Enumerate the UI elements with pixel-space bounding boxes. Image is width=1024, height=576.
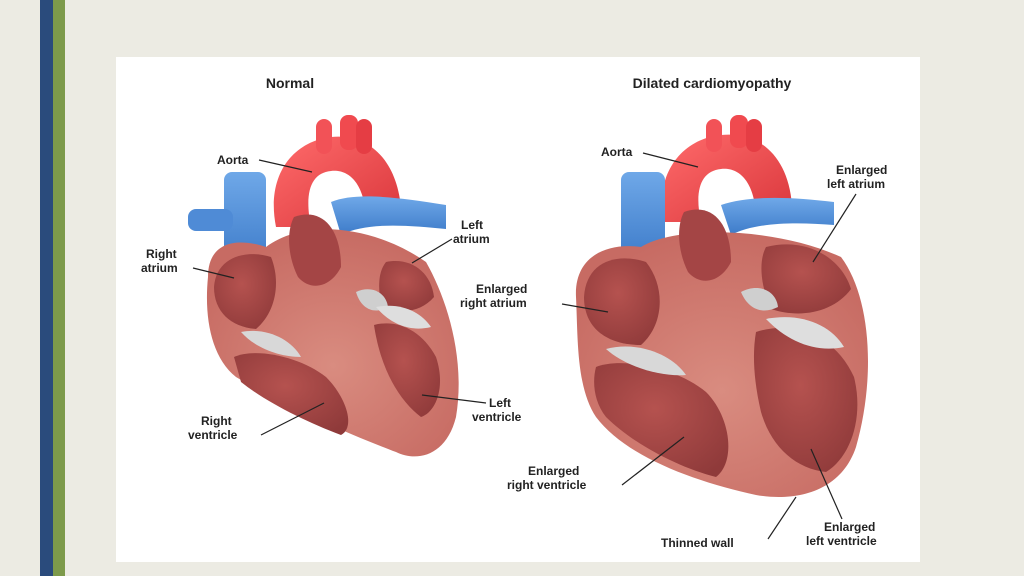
dilated-leader-thinned-wall (767, 496, 797, 540)
normal-right-atrium (214, 254, 276, 329)
normal-leader-left-ventricle (421, 394, 487, 404)
normal-label-right-atrium-1: Right (146, 247, 177, 261)
normal-label-left-atrium-2: atrium (453, 232, 490, 246)
normal-left-atrium (379, 261, 434, 311)
dilated-mitral-valve (741, 288, 778, 311)
left-accent-bar-green (53, 0, 65, 576)
normal-mitral-leaflet (376, 305, 431, 329)
normal-aortic-root (289, 214, 341, 286)
normal-leader-right-ventricle (260, 402, 325, 436)
dilated-label-thinned-wall: Thinned wall (661, 536, 734, 550)
dilated-vena-cava (621, 172, 665, 262)
normal-tricuspid-valve (241, 330, 301, 357)
dilated-leader-aorta (642, 152, 699, 168)
dilated-right-atrium (584, 258, 660, 345)
normal-label-right-ventricle-2: ventricle (188, 428, 238, 442)
dilated-leader-enlarged-left-ventricle (810, 448, 843, 520)
normal-pulmonary-vessel (331, 196, 446, 235)
normal-label-left-ventricle-2: ventricle (472, 410, 522, 424)
dilated-left-atrium (761, 244, 851, 314)
dilated-label-enlarged-left-atrium-2: left atrium (827, 177, 885, 191)
normal-title: Normal (266, 75, 314, 91)
normal-leader-right-atrium (192, 267, 235, 279)
normal-label-right-ventricle-1: Right (201, 414, 232, 428)
heart-comparison-diagram: Normal Aorta Right atrium (141, 75, 887, 550)
dilated-title: Dilated cardiomyopathy (633, 75, 792, 91)
dilated-leader-enlarged-left-atrium (812, 193, 857, 263)
dilated-tricuspid-valve (606, 346, 686, 376)
diagram-panel: Normal Aorta Right atrium (116, 57, 920, 562)
normal-label-aorta: Aorta (217, 153, 249, 167)
normal-leader-left-atrium (411, 238, 453, 264)
dilated-label-enlarged-left-ventricle-1: Enlarged (824, 520, 875, 534)
dilated-label-enlarged-right-ventricle-2: right ventricle (507, 478, 587, 492)
dilated-label-enlarged-right-atrium-2: right atrium (460, 296, 527, 310)
dilated-left-ventricle (753, 327, 858, 472)
dilated-label-enlarged-right-ventricle-1: Enlarged (528, 464, 579, 478)
dilated-leader-enlarged-right-atrium (561, 303, 609, 313)
dilated-label-enlarged-right-atrium-1: Enlarged (476, 282, 527, 296)
normal-mitral-valve (356, 289, 388, 311)
normal-right-ventricle (234, 353, 349, 435)
dilated-leader-enlarged-right-ventricle (621, 436, 685, 486)
dilated-label-enlarged-left-ventricle-2: left ventricle (806, 534, 877, 548)
normal-heart: Normal Aorta Right atrium (141, 75, 522, 457)
normal-label-left-atrium-1: Left (461, 218, 483, 232)
dilated-label-aorta: Aorta (601, 145, 633, 159)
dilated-right-ventricle (594, 363, 729, 477)
dilated-heart: Dilated cardiomyopathy Aorta Enlarged le… (460, 75, 887, 550)
normal-leader-aorta (258, 159, 313, 173)
left-accent-bar-blue (40, 0, 53, 576)
dilated-label-enlarged-left-atrium-1: Enlarged (836, 163, 887, 177)
normal-left-ventricle (374, 323, 441, 417)
dilated-aortic-root (679, 209, 731, 281)
dilated-pulmonary-vessel (721, 197, 834, 235)
dilated-mitral-leaflet (766, 317, 844, 349)
normal-label-right-atrium-2: atrium (141, 261, 178, 275)
normal-label-left-ventricle-1: Left (489, 396, 511, 410)
